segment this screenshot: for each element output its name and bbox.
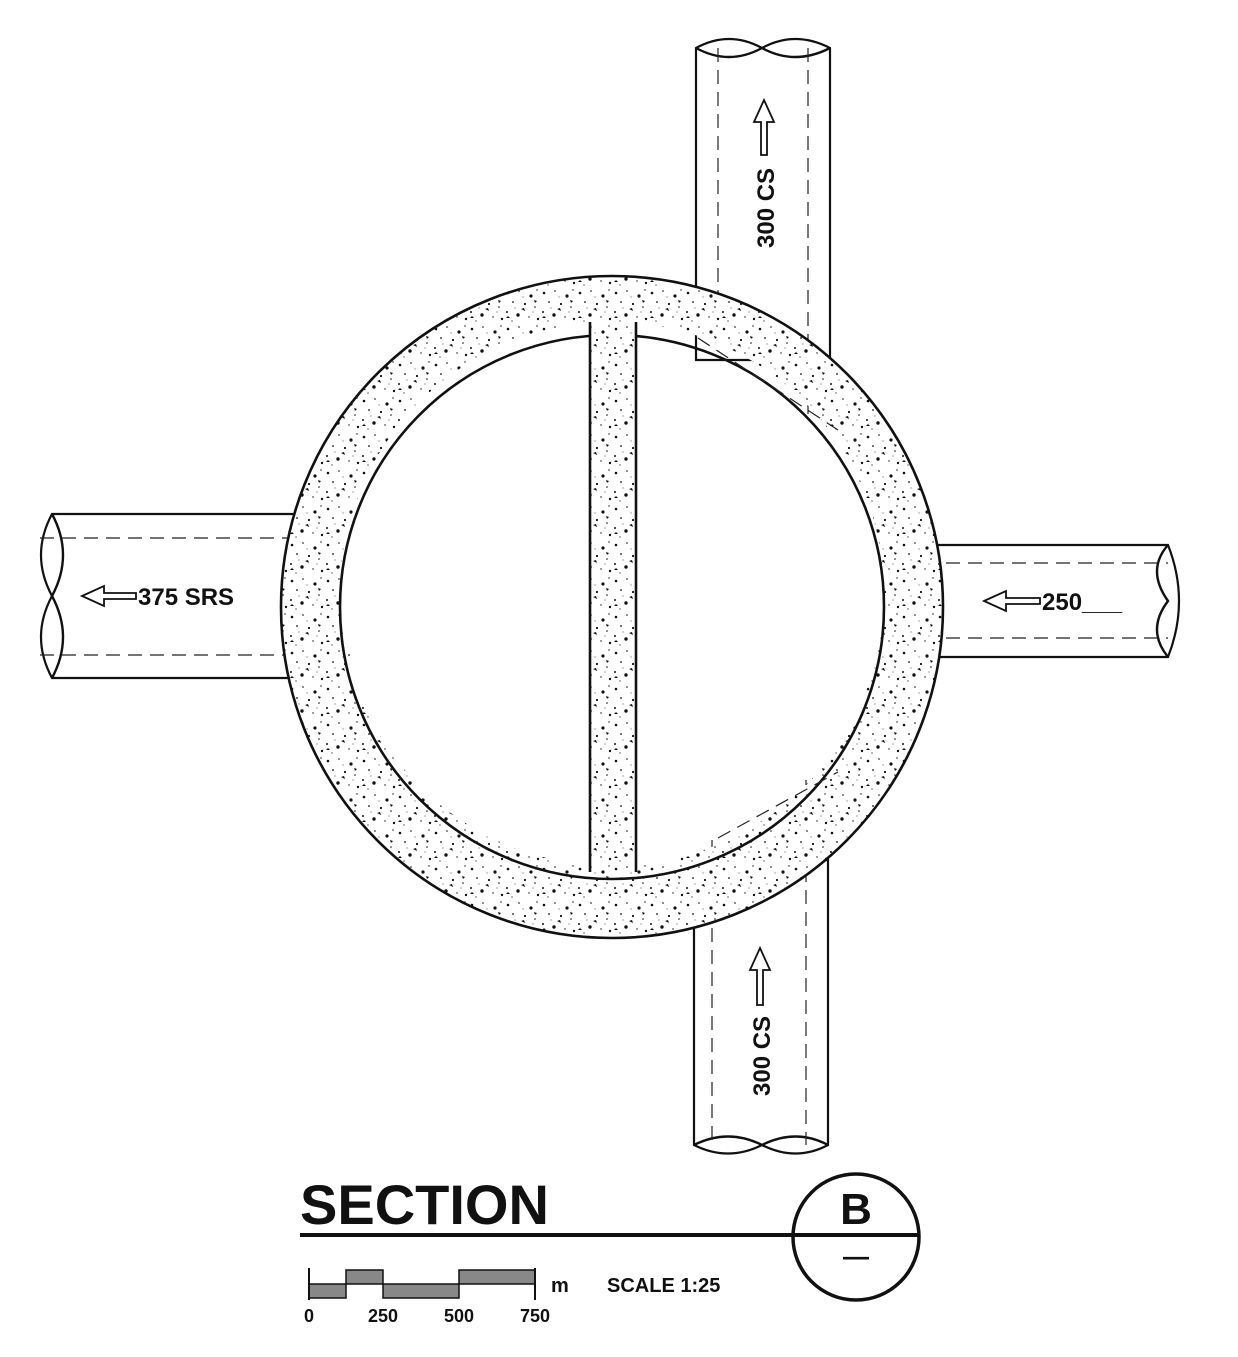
title-block: SECTION B —	[300, 1172, 921, 1302]
right-pipe-label: 250___	[1042, 589, 1123, 616]
scale-tick-250: 250	[368, 1306, 398, 1326]
scale-tick-500: 500	[444, 1306, 474, 1326]
section-marker-circle	[791, 1172, 921, 1302]
flow-arrow-up-icon	[748, 945, 772, 1006]
scale-bar: 0 250 500 750 m SCALE 1:25	[304, 1268, 720, 1326]
section-letter: B	[840, 1185, 872, 1234]
flow-arrow-up-icon	[752, 97, 776, 156]
section-title: SECTION	[300, 1173, 549, 1236]
left-pipe: 375 SRS	[39, 512, 350, 680]
flow-arrow-left-icon	[79, 584, 137, 608]
scale-text: SCALE 1:25	[607, 1275, 720, 1297]
left-pipe-label: 375 SRS	[138, 584, 234, 611]
sheet-mark: —	[843, 1241, 869, 1271]
scale-tick-0: 0	[304, 1306, 314, 1326]
scale-unit: m	[551, 1275, 569, 1297]
scale-tick-750: 750	[520, 1306, 550, 1326]
top-pipe-label: 300 CS	[753, 168, 780, 248]
flow-arrow-left-icon	[981, 589, 1041, 613]
top-pipe: 300 CS	[694, 38, 832, 420]
baffle-wall	[588, 322, 638, 872]
bottom-pipe-label: 300 CS	[749, 1016, 776, 1096]
